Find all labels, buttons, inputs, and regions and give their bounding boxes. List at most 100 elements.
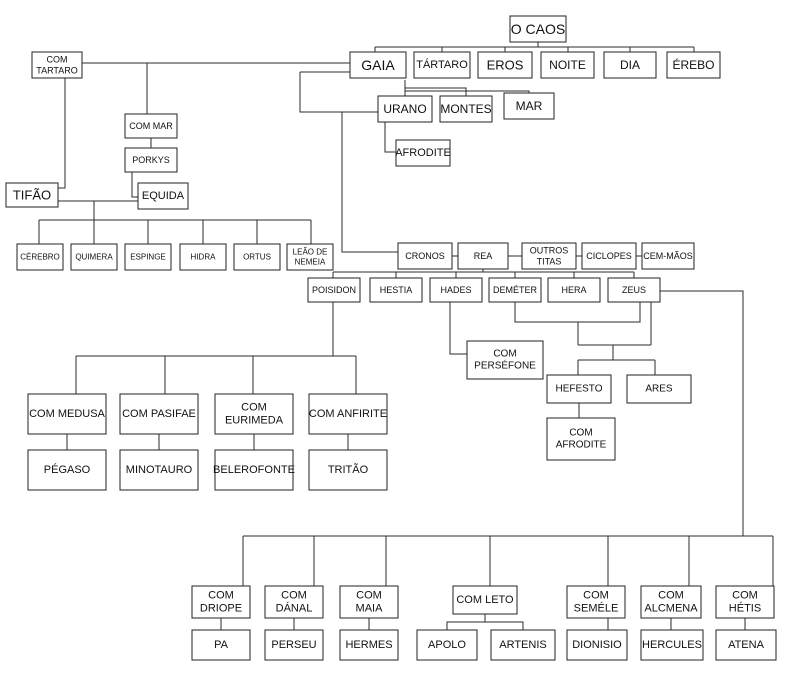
node-box xyxy=(503,92,555,120)
node-noite: NOITE xyxy=(540,51,595,79)
node-box xyxy=(124,147,178,173)
node-montes: MONTES xyxy=(439,95,493,123)
node-gaia: GAIA xyxy=(349,51,407,79)
node-label: TARTARO xyxy=(36,66,78,76)
node-box xyxy=(413,51,471,79)
node-box xyxy=(191,585,251,619)
node-box xyxy=(640,629,704,661)
node-demeter: DEMÉTER xyxy=(488,277,542,303)
node-label: DIONISIO xyxy=(572,639,622,651)
node-label: TITAS xyxy=(537,257,562,267)
node-box xyxy=(5,182,59,208)
node-box xyxy=(119,449,199,491)
node-box xyxy=(397,242,453,270)
node-dionisio: DIONISIO xyxy=(566,629,628,661)
node-label: DIA xyxy=(620,58,640,72)
node-eros: EROS xyxy=(477,51,533,79)
connector-line-15 xyxy=(75,302,357,394)
node-label: DRIOPE xyxy=(200,603,242,615)
node-label: COM xyxy=(356,590,382,602)
connector-line-11 xyxy=(449,302,467,355)
node-box xyxy=(286,243,334,271)
node-label: HESTIA xyxy=(380,285,413,295)
node-com-leto: COM LETO xyxy=(452,585,518,615)
connector-lines xyxy=(38,42,774,630)
connector-line-12 xyxy=(514,302,641,323)
node-box xyxy=(466,340,544,380)
connector-line-16 xyxy=(66,434,349,450)
node-box xyxy=(439,95,493,123)
node-rea: REA xyxy=(457,242,509,270)
node-label: PORKYS xyxy=(132,155,170,165)
node-box xyxy=(566,585,626,619)
node-box xyxy=(27,449,107,491)
node-equida: EQUIDA xyxy=(137,182,189,210)
node-box xyxy=(640,585,702,619)
node-box xyxy=(452,585,518,615)
connector-line-0 xyxy=(374,42,695,52)
node-label: MINOTAURO xyxy=(126,464,193,476)
node-com-pasifae: COM PASIFAE xyxy=(119,393,199,435)
node-hercules: HERCULES xyxy=(640,629,704,661)
node-label: TIFÃO xyxy=(13,188,51,203)
connector-line-8 xyxy=(341,112,398,253)
node-label: AFRODITE xyxy=(395,147,451,159)
node-box xyxy=(546,417,616,461)
node-box xyxy=(264,629,324,661)
node-label: PA xyxy=(214,639,229,651)
node-ortus: ORTUS xyxy=(233,243,281,271)
node-label: QUIMERA xyxy=(75,253,113,262)
node-label: ATENA xyxy=(728,639,765,651)
node-label: HÉTIS xyxy=(729,602,761,615)
node-label: NEMEIA xyxy=(295,258,326,267)
node-urano: URANO xyxy=(377,95,433,123)
node-hestia: HESTIA xyxy=(369,277,423,303)
node-label: TRITÃO xyxy=(328,463,369,476)
node-label: MAIA xyxy=(356,603,384,615)
node-label: ALCMENA xyxy=(644,603,698,615)
node-box xyxy=(369,277,423,303)
connector-line-13 xyxy=(577,302,656,375)
node-tartaro: TÁRTARO xyxy=(413,51,471,79)
node-box xyxy=(395,139,451,167)
node-box xyxy=(119,393,199,435)
node-label: BELEROFONTE xyxy=(213,464,295,476)
node-ciclopes: CICLOPES xyxy=(581,242,637,270)
node-label: COM ANFIRITE xyxy=(309,408,387,420)
node-box xyxy=(124,113,178,139)
node-apolo: APOLO xyxy=(416,629,478,661)
node-label: ÉREBO xyxy=(672,57,714,72)
node-box xyxy=(233,243,281,271)
node-box xyxy=(214,449,294,491)
node-box xyxy=(546,374,612,404)
node-pa: PA xyxy=(191,629,251,661)
node-box xyxy=(339,629,399,661)
node-label: CRONOS xyxy=(405,251,445,261)
node-perseu: PERSEU xyxy=(264,629,324,661)
node-label: COM xyxy=(281,590,307,602)
node-box xyxy=(666,51,721,79)
node-pegaso: PÉGASO xyxy=(27,449,107,491)
node-box xyxy=(581,242,637,270)
node-label: CEM-MÃOS xyxy=(643,251,693,261)
connector-line-3 xyxy=(299,71,378,113)
connector-line-4 xyxy=(404,80,530,96)
node-label: HADES xyxy=(440,285,471,295)
node-tifao: TIFÃO xyxy=(5,182,59,208)
node-box xyxy=(641,242,695,270)
node-label: O CAOS xyxy=(511,21,565,37)
node-box xyxy=(214,393,294,435)
node-label: COM xyxy=(493,349,516,360)
node-label: PERSEU xyxy=(271,639,316,651)
node-label: COM MAR xyxy=(129,121,173,131)
node-box xyxy=(137,182,189,210)
node-box xyxy=(566,629,628,661)
node-label: SEMÉLE xyxy=(574,602,619,615)
connector-line-10 xyxy=(332,269,635,278)
node-poisidon: POISIDON xyxy=(307,277,361,303)
